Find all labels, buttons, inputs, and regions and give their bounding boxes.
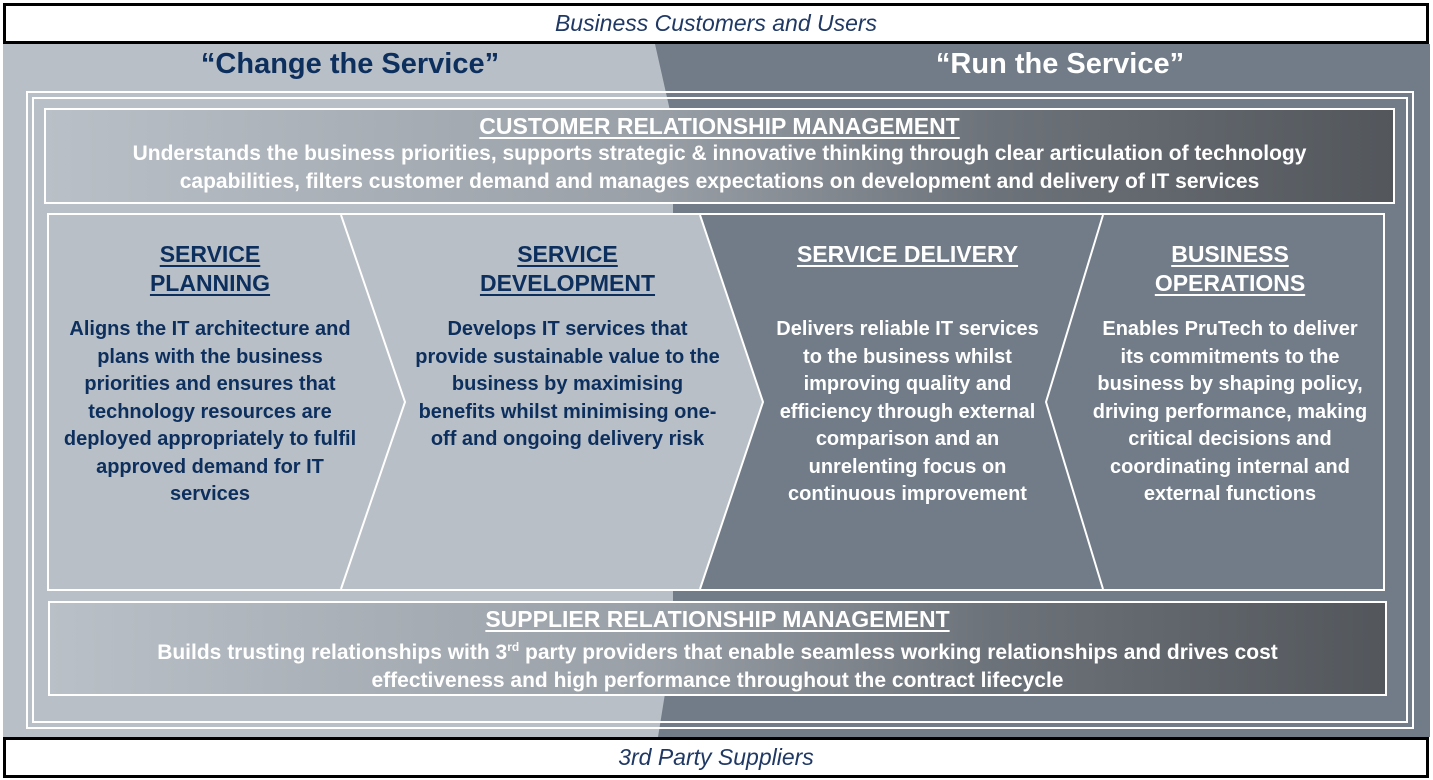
service-development-column: SERVICE DEVELOPMENT Develops IT services … (415, 214, 720, 590)
service-delivery-text: Delivers reliable IT services to the bus… (776, 318, 1039, 505)
business-operations-title-1: BUSINESS (1171, 241, 1289, 267)
crm-text-line-2: capabilities, filters customer demand an… (179, 170, 1260, 193)
change-the-service-heading: “Change the Service” (200, 48, 500, 80)
service-planning-title-2: PLANNING (149, 270, 271, 296)
srm-title: SUPPLIER RELATIONSHIP MANAGEMENT (485, 606, 950, 632)
service-development-title-1: SERVICE (517, 241, 618, 267)
chevron-divider-1 (340, 214, 407, 590)
srm-text-line-1: Builds trusting relationships with 3rd p… (157, 640, 1278, 664)
business-operations-title-2: OPERATIONS (1154, 270, 1306, 296)
third-party-suppliers-label: 3rd Party Suppliers (618, 744, 814, 770)
business-customers-label: Business Customers and Users (554, 10, 878, 36)
service-planning-column: SERVICE PLANNING Aligns the IT architectu… (60, 214, 360, 590)
chevron-divider-3 (1044, 214, 1104, 590)
chevron-divider-2 (699, 214, 765, 590)
crm-band: CUSTOMER RELATIONSHIP MANAGEMENT Underst… (45, 109, 1394, 203)
third-party-suppliers-bar: 3rd Party Suppliers (3, 737, 1429, 778)
srm-text-line-2: effectiveness and high performance throu… (371, 669, 1064, 692)
business-operations-text: Enables PruTech to deliver its commitmen… (1092, 318, 1368, 505)
service-delivery-title: SERVICE DELIVERY (796, 241, 1019, 267)
crm-text-line-1: Understands the business priorities, sup… (132, 142, 1307, 165)
business-operations-column: BUSINESS OPERATIONS Enables PruTech to de… (1090, 214, 1370, 590)
service-development-text: Develops IT services that provide sustai… (415, 318, 720, 450)
service-planning-title-1: SERVICE (159, 241, 261, 267)
srm-band-bg (48, 601, 1387, 696)
crm-band-bg (44, 108, 1395, 204)
srm-band: SUPPLIER RELATIONSHIP MANAGEMENT Builds … (49, 602, 1386, 695)
business-customers-bar: Business Customers and Users (3, 3, 1429, 44)
crm-title: CUSTOMER RELATIONSHIP MANAGEMENT (479, 113, 960, 139)
service-planning-text: Aligns the IT architecture and plans wit… (63, 318, 357, 505)
service-delivery-column: SERVICE DELIVERY Delivers reliable IT se… (765, 214, 1050, 590)
diagram-background (3, 44, 1430, 737)
run-the-service-heading: “Run the Service” (935, 48, 1185, 80)
service-development-title-2: DEVELOPMENT (479, 270, 656, 296)
